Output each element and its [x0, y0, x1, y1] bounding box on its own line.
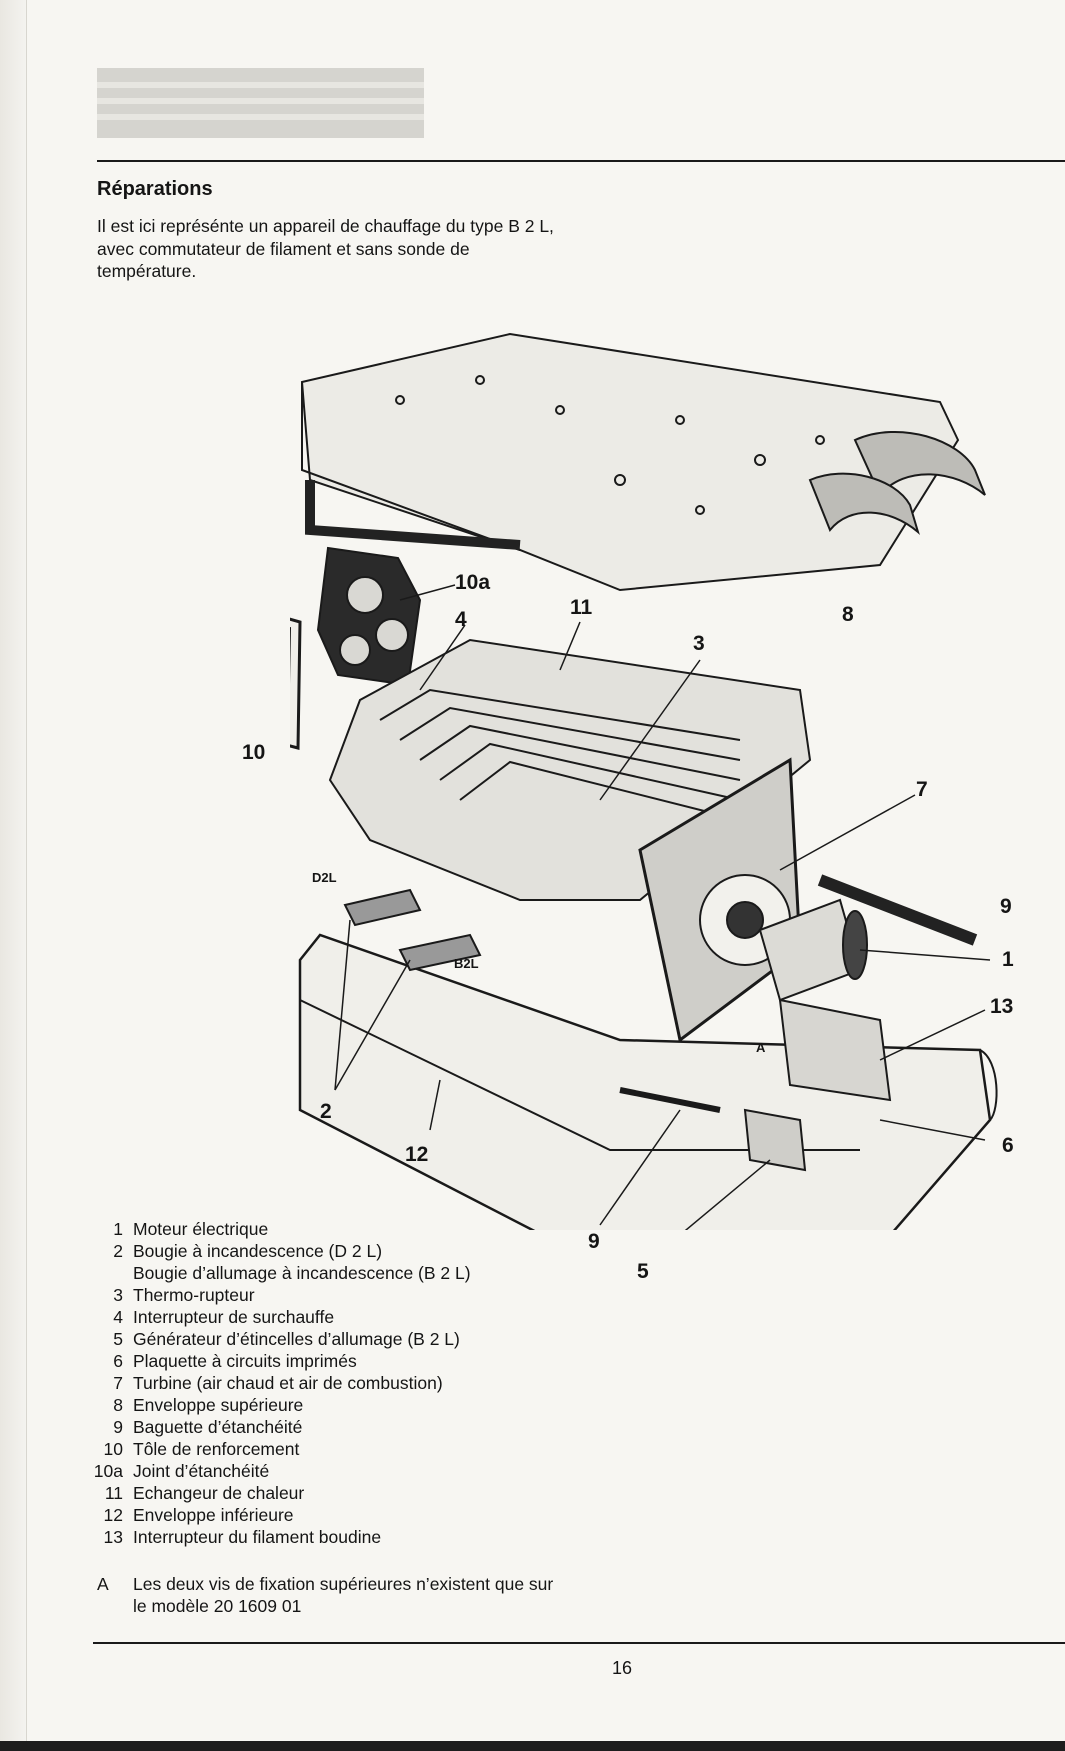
callout-13: 13: [990, 995, 1014, 1018]
legend-label: Bougie à incandescence (D 2 L): [133, 1241, 383, 1261]
page-number: 16: [612, 1658, 633, 1678]
legend-number: 10a: [93, 1461, 123, 1481]
legend-number: 4: [113, 1307, 123, 1327]
legend-number: 2: [113, 1241, 123, 1261]
callout-10a: 10a: [455, 571, 491, 594]
footer-rule: [93, 1642, 1065, 1644]
footnote-letter: A: [97, 1574, 109, 1594]
legend-label: Enveloppe supérieure: [133, 1395, 304, 1415]
callout-9-lower: 9: [588, 1230, 600, 1253]
legend-label: Echangeur de chaleur: [133, 1483, 305, 1503]
parts-legend: 1 Moteur électrique 2 Bougie à incandescenc…: [93, 1218, 613, 1548]
page-title: Réparations: [97, 178, 213, 200]
callout-1: 1: [1002, 948, 1014, 971]
callout-4: 4: [455, 608, 467, 631]
legend-number: 12: [103, 1505, 123, 1525]
legend-item: 2 Bougie à incandescence (D 2 L): [93, 1240, 613, 1262]
callout-A: A: [756, 1040, 766, 1055]
legend-label: Générateur d’étincelles d’allumage (B 2 …: [133, 1329, 460, 1349]
leader-lines: [334, 584, 991, 1230]
legend-item: 3 Thermo-rupteur: [93, 1284, 613, 1306]
legend-label: Turbine (air chaud et air de combustion): [133, 1373, 443, 1393]
legend-item: 5 Générateur d’étincelles d’allumage (B 2…: [93, 1328, 613, 1350]
callout-B2L: B2L: [454, 956, 479, 971]
exploded-view-diagram: [290, 332, 998, 1230]
callout-3: 3: [693, 632, 705, 655]
callout-5: 5: [637, 1260, 649, 1283]
callout-D2L: D2L: [312, 870, 337, 885]
legend-item: 1 Moteur électrique: [93, 1218, 613, 1240]
section-logo-band: [97, 68, 424, 138]
legend-number: 9: [113, 1417, 123, 1437]
legend-item: 10 Tôle de renforcement: [93, 1438, 613, 1460]
upper-housing: [300, 332, 986, 592]
legend-item: 11 Echangeur de chaleur: [93, 1482, 613, 1504]
legend-label: Plaquette à circuits imprimés: [133, 1351, 357, 1371]
legend-label: Thermo-rupteur: [133, 1285, 255, 1305]
plate-10: [290, 617, 302, 750]
callout-12: 12: [405, 1143, 429, 1166]
legend-number: 6: [113, 1351, 123, 1371]
page-bottom-edge: [0, 1741, 1065, 1751]
legend-sublabel: Bougie d’allumage à incandescence (B 2 L…: [133, 1263, 471, 1283]
callout-2: 2: [320, 1100, 332, 1123]
callout-10: 10: [242, 741, 266, 764]
legend-item: 7 Turbine (air chaud et air de combustion…: [93, 1372, 613, 1394]
glow-plugs: [343, 888, 482, 972]
legend-item: 9 Baguette d’étanchéité: [93, 1416, 613, 1438]
legend-label: Interrupteur de surchauffe: [133, 1307, 335, 1327]
motor-1: [758, 898, 868, 1002]
legend-item: 6 Plaquette à circuits imprimés: [93, 1350, 613, 1372]
gasket-10a: [316, 546, 422, 687]
spark-generator-5: [619, 1087, 807, 1172]
legend-number: 11: [104, 1483, 123, 1503]
legend-label: Enveloppe inférieure: [133, 1505, 294, 1525]
legend-number: 5: [113, 1329, 123, 1349]
legend-number: 1: [113, 1219, 123, 1239]
legend-number: 13: [103, 1527, 123, 1547]
page-edge: [0, 0, 27, 1751]
footnote-A: A Les deux vis de fixation supérieures n…: [97, 1573, 567, 1617]
legend-number: 8: [113, 1395, 123, 1415]
legend-label: Interrupteur du filament boudine: [133, 1527, 382, 1547]
legend-label: Baguette d’étanchéité: [133, 1417, 303, 1437]
header-rule: [97, 160, 1065, 162]
legend-number: 7: [113, 1373, 123, 1393]
callout-8: 8: [842, 603, 854, 626]
legend-item: 12 Enveloppe inférieure: [93, 1504, 613, 1526]
legend-number: 10: [103, 1439, 123, 1459]
lower-housing: [298, 933, 998, 1230]
circuit-board-6: [778, 998, 892, 1102]
footnote-text: Les deux vis de fixation supérieures n’e…: [133, 1574, 554, 1616]
callout-11: 11: [570, 596, 593, 619]
intro-paragraph: Il est ici représénte un appareil de cha…: [97, 216, 554, 281]
legend-item: 4 Interrupteur de surchauffe: [93, 1306, 613, 1328]
legend-item: 13 Interrupteur du filament boudine: [93, 1526, 613, 1548]
callout-9-strip: 9: [1000, 895, 1012, 918]
legend-label: Tôle de renforcement: [133, 1439, 300, 1459]
callout-6: 6: [1002, 1134, 1014, 1157]
legend-label: Moteur électrique: [133, 1219, 269, 1239]
legend-item: 10a Joint d’étanchéité: [93, 1460, 613, 1482]
legend-item: 8 Enveloppe supérieure: [93, 1394, 613, 1416]
legend-number: 3: [113, 1285, 123, 1305]
legend-label: Joint d’étanchéité: [133, 1461, 270, 1481]
callout-7: 7: [916, 778, 928, 801]
blower-7: [638, 757, 802, 1043]
